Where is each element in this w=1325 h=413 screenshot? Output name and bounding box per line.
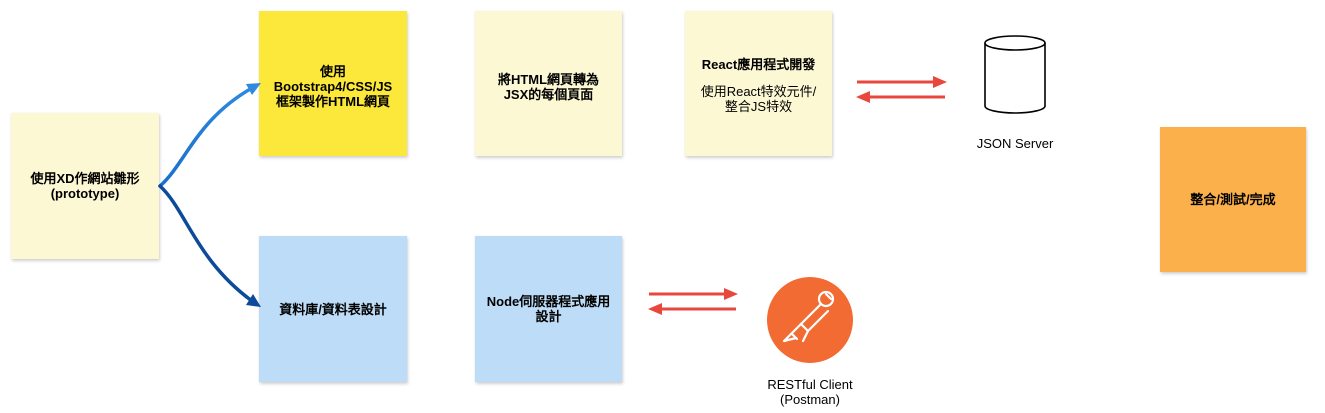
arrow-node-to-restful-client <box>649 288 738 300</box>
database-cylinder-icon <box>984 35 1046 114</box>
arrow-prototype-to-bootstrap <box>158 83 261 188</box>
arrow-react-to-json-server <box>857 76 947 88</box>
database-note-text: 資料庫/資料表設計 <box>279 301 387 317</box>
json-server-label: JSON Server <box>955 136 1075 152</box>
bootstrap-note-line3: 框架製作HTML網頁 <box>275 94 391 109</box>
jsx-note-line1: 將HTML網頁轉為 <box>497 72 600 87</box>
json-server-label-text: JSON Server <box>976 136 1054 151</box>
restful-client-label: RESTful Client (Postman) <box>745 377 875 407</box>
react-note-line2: 整合JS特效 <box>724 99 793 114</box>
arrow-restful-client-to-node <box>648 303 736 315</box>
jsx-note-line2: JSX的每個頁面 <box>503 87 594 102</box>
prototype-note-line1: 使用XD作網站雛形 <box>30 171 140 186</box>
react-note-title: React應用程式開發 <box>701 57 816 72</box>
react-note-line1: 使用React特效元件/ <box>700 84 817 99</box>
integrate-note-text: 整合/測試/完成 <box>1190 192 1276 207</box>
database-note: 資料庫/資料表設計 <box>259 236 407 382</box>
react-note: React應用程式開發 使用React特效元件/ 整合JS特效 <box>685 11 832 156</box>
integrate-note: 整合/測試/完成 <box>1160 127 1306 272</box>
node-note-line1: Node伺服器程式應用 <box>486 294 611 309</box>
bootstrap-note: 使用 Bootstrap4/CSS/JS 框架製作HTML網頁 <box>259 11 407 156</box>
node-note-line2: 設計 <box>535 309 562 324</box>
bootstrap-note-line1: 使用 <box>319 64 346 79</box>
arrow-json-server-to-react <box>856 91 945 103</box>
prototype-note: 使用XD作網站雛形 (prototype) <box>11 113 159 259</box>
jsx-note: 將HTML網頁轉為 JSX的每個頁面 <box>475 11 622 156</box>
bootstrap-note-line2: Bootstrap4/CSS/JS <box>273 79 393 94</box>
postman-logo-icon <box>767 277 853 363</box>
prototype-note-line2: (prototype) <box>50 186 120 201</box>
node-note: Node伺服器程式應用 設計 <box>475 236 622 382</box>
restful-client-label-line2: (Postman) <box>780 392 840 407</box>
arrow-prototype-to-database <box>158 184 261 307</box>
restful-client-label-line1: RESTful Client <box>767 377 853 392</box>
